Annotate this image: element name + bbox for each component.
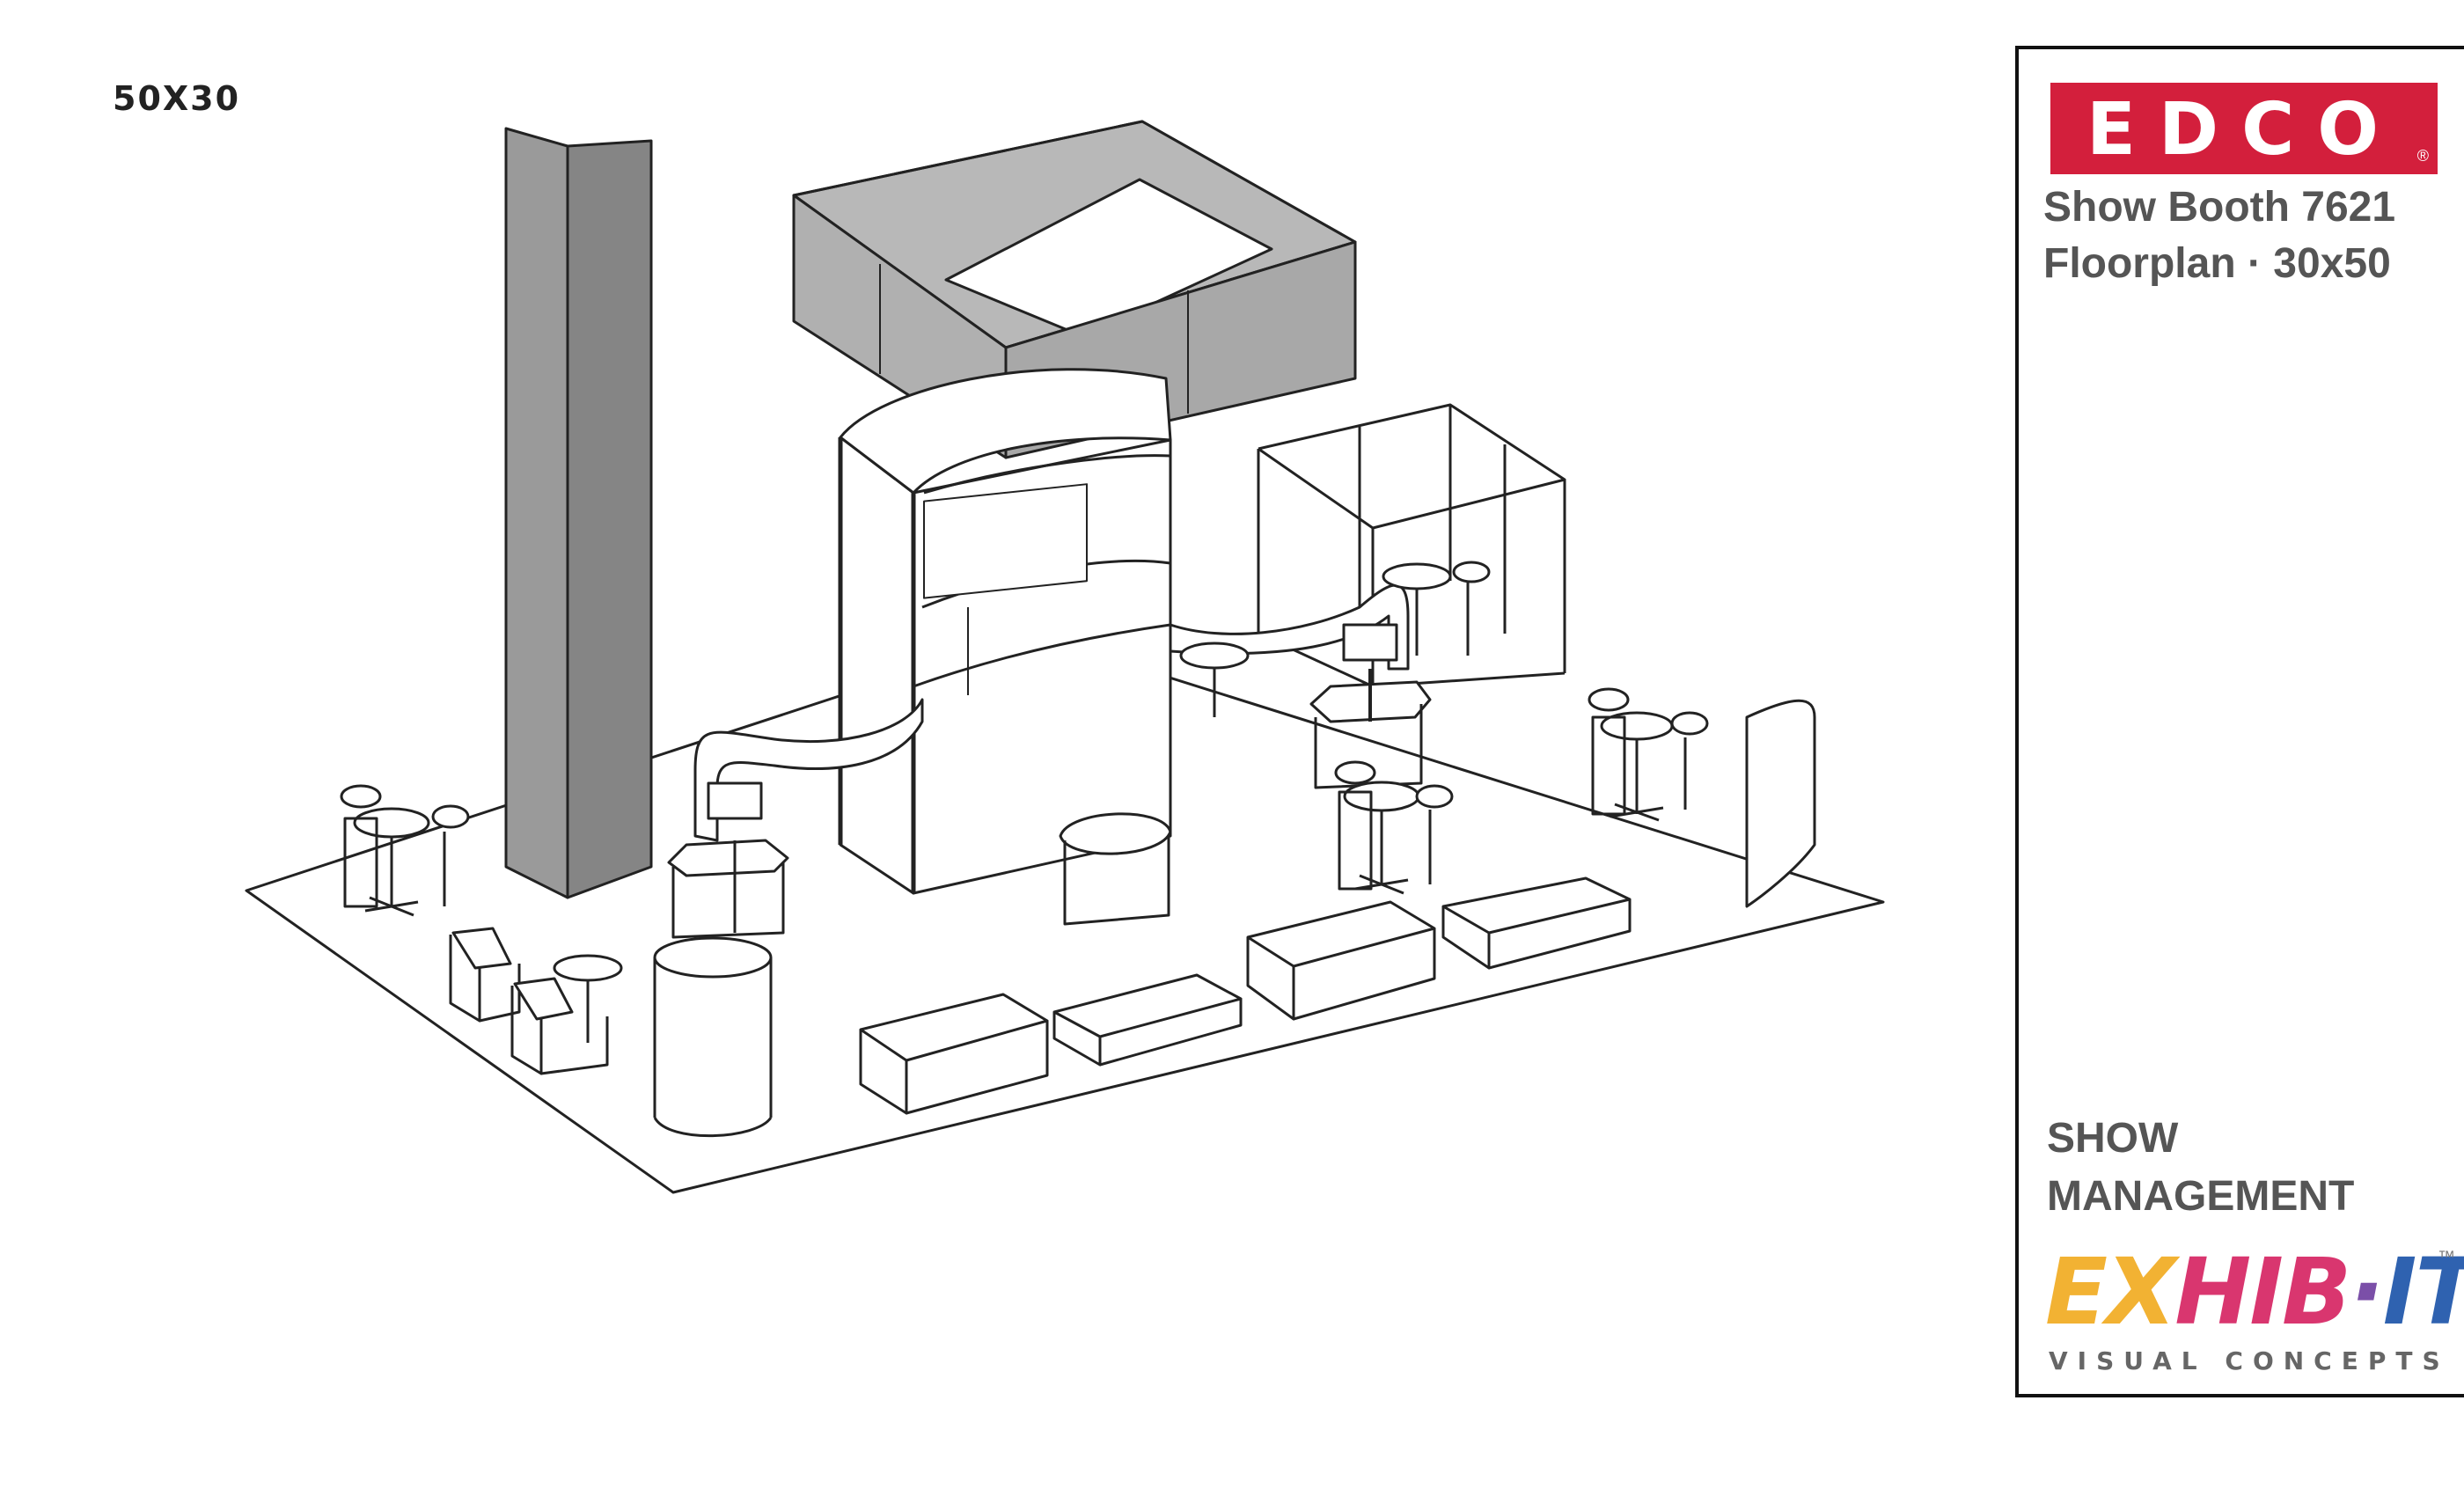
bench-3: [1246, 900, 1436, 1021]
oval-pillar-front: [653, 936, 773, 1138]
kiosk-left: [667, 839, 789, 939]
floorplan-size: Floorplan · 30x50: [2043, 240, 2391, 287]
high-top-table-back: [1179, 642, 1250, 717]
exhibit-subtitle: VISUAL CONCEPTS: [2049, 1346, 2450, 1375]
bench-4: [1441, 876, 1632, 970]
side-table: [553, 954, 623, 1043]
curved-panel-right: [1745, 699, 1816, 908]
stool-left-2: [431, 804, 470, 906]
exhibit-wordmark: EXHIB·IT!: [2045, 1238, 2464, 1346]
stool-center-1: [1334, 760, 1376, 891]
monitor-left: [707, 781, 763, 820]
high-top-table-room: [1382, 562, 1452, 656]
booth-size-label: 50X30: [113, 79, 241, 118]
show-management-line-2: MANAGEMENT: [2047, 1173, 2355, 1220]
lounge-chair-1: [449, 927, 521, 1023]
stool-right-1: [1588, 687, 1630, 816]
left-arch-connector: [693, 698, 924, 842]
bench-1: [859, 993, 1049, 1115]
edco-logo: EDCO ®: [2050, 83, 2438, 174]
tall-gray-column: [504, 127, 653, 899]
trademark-mark: ™: [2438, 1248, 2455, 1267]
high-top-table-right: [1600, 711, 1674, 822]
edco-wordmark: EDCO: [2086, 88, 2402, 172]
registered-mark: ®: [2416, 147, 2429, 165]
booth-isometric-drawing: [245, 120, 1885, 1194]
bench-2: [1052, 973, 1243, 1067]
central-tower: [838, 368, 1172, 895]
show-booth-number: Show Booth 7621: [2043, 184, 2396, 231]
kiosk-center: [1059, 812, 1172, 926]
stool-right-2: [1670, 711, 1709, 810]
monitor-right: [1342, 623, 1398, 662]
stool-center-2: [1415, 784, 1454, 884]
exhibit-visual-concepts-logo: EXHIB·IT! ™ VISUAL CONCEPTS: [2045, 1246, 2464, 1378]
stool-left-1: [340, 784, 382, 908]
stool-room-1: [1452, 561, 1491, 656]
show-management-line-1: SHOW: [2047, 1115, 2179, 1162]
title-block: EDCO ® Show Booth 7621 Floorplan · 30x50…: [2015, 46, 2464, 1397]
lounge-chair-2: [510, 977, 609, 1075]
